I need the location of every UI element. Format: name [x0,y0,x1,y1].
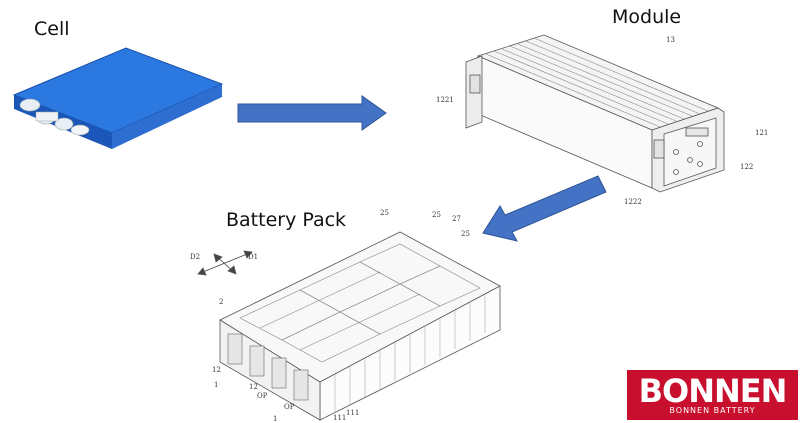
logo-name: BONNEN [638,372,788,410]
pack-ref-2: 2 [219,298,224,306]
module-ref-121: 121 [755,129,769,137]
arrow-cell-to-module [237,95,387,131]
module-ref-122: 122 [740,163,754,171]
pack-ref-op2: OP [284,403,295,411]
arrow-module-to-pack [482,175,607,242]
module-label: Module [612,6,682,28]
pack-ref-d1: D1 [248,253,259,261]
bonnen-logo: BONNEN BONNEN BATTERY [627,370,798,420]
pack-ref-d2: D2 [190,253,201,261]
pack-ref-1a: 1 [214,381,219,389]
pack-ref-12b: 12 [249,383,258,391]
pack-ref-25c: 25 [461,230,470,238]
pack-ref-op: OP [257,392,268,400]
pack-ref-12a: 12 [212,366,221,374]
pack-ref-25a: 25 [380,209,389,217]
pack-ref-111a: 111 [346,409,360,417]
module-ref-1222: 1222 [624,198,642,206]
logo-subtitle: BONNEN BATTERY [669,406,756,415]
pack-ref-27: 27 [452,215,461,223]
cell-label: Cell [34,18,70,40]
pack-ref-111b: 111 [333,414,347,422]
battery-pack-label: Battery Pack [226,209,347,231]
pack-ref-25b: 25 [432,211,441,219]
module-ref-13: 13 [666,36,675,44]
module-ref-1221: 1221 [436,96,454,104]
pack-ref-1b: 1 [273,415,278,423]
